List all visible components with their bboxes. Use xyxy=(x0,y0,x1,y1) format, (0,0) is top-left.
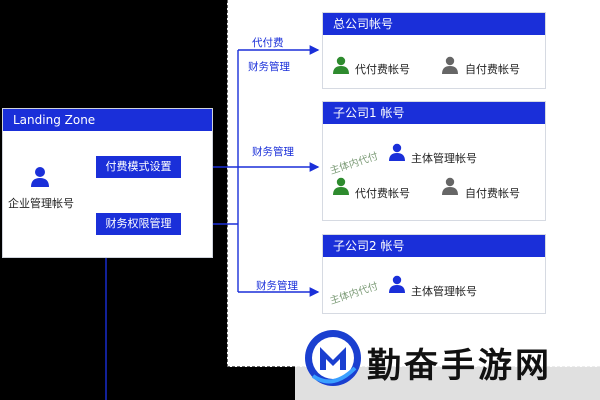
watermark-logo-icon xyxy=(305,330,361,386)
finance-permission-button[interactable]: 财务权限管理 xyxy=(96,213,181,235)
hq-account-card: 总公司帐号 xyxy=(322,12,546,89)
sub2-main-account: 主体管理帐号 xyxy=(411,285,477,298)
payment-mode-button[interactable]: 付费模式设置 xyxy=(96,156,181,178)
sub1-pay-for-account: 代付费帐号 xyxy=(355,187,410,200)
sub1-self-pay-account: 自付费帐号 xyxy=(465,187,520,200)
sub1-main-user-icon xyxy=(389,143,405,161)
sub1-account-card: 子公司1 帐号 xyxy=(322,101,546,221)
sub2-account-title: 子公司2 帐号 xyxy=(323,235,545,257)
label-finance-mgmt-3: 财务管理 xyxy=(256,280,298,292)
sub1-account-title: 子公司1 帐号 xyxy=(323,102,545,124)
pay-for-user-icon xyxy=(333,56,349,74)
label-finance-mgmt-2: 财务管理 xyxy=(252,146,294,158)
watermark-text: 勤奋手游网 xyxy=(367,346,552,386)
watermark: 勤奋手游网 xyxy=(295,318,600,400)
self-pay-user-icon xyxy=(442,56,458,74)
enterprise-account-label: 企业管理帐号 xyxy=(8,197,74,210)
hq-self-pay-account: 自付费帐号 xyxy=(465,63,520,76)
hq-pay-for-account: 代付费帐号 xyxy=(355,63,410,76)
sub1-main-account: 主体管理帐号 xyxy=(411,152,477,165)
hq-account-title: 总公司帐号 xyxy=(323,13,545,35)
sub1-pay-for-user-icon xyxy=(333,177,349,195)
sub2-main-user-icon xyxy=(389,275,405,293)
sub2-account-card: 子公司2 帐号 xyxy=(322,234,546,314)
landing-zone-title: Landing Zone xyxy=(3,109,212,131)
sub1-self-pay-user-icon xyxy=(442,177,458,195)
label-pay-for: 代付费 xyxy=(252,37,284,49)
label-finance-mgmt-1: 财务管理 xyxy=(248,61,290,73)
enterprise-user-icon xyxy=(31,167,49,187)
